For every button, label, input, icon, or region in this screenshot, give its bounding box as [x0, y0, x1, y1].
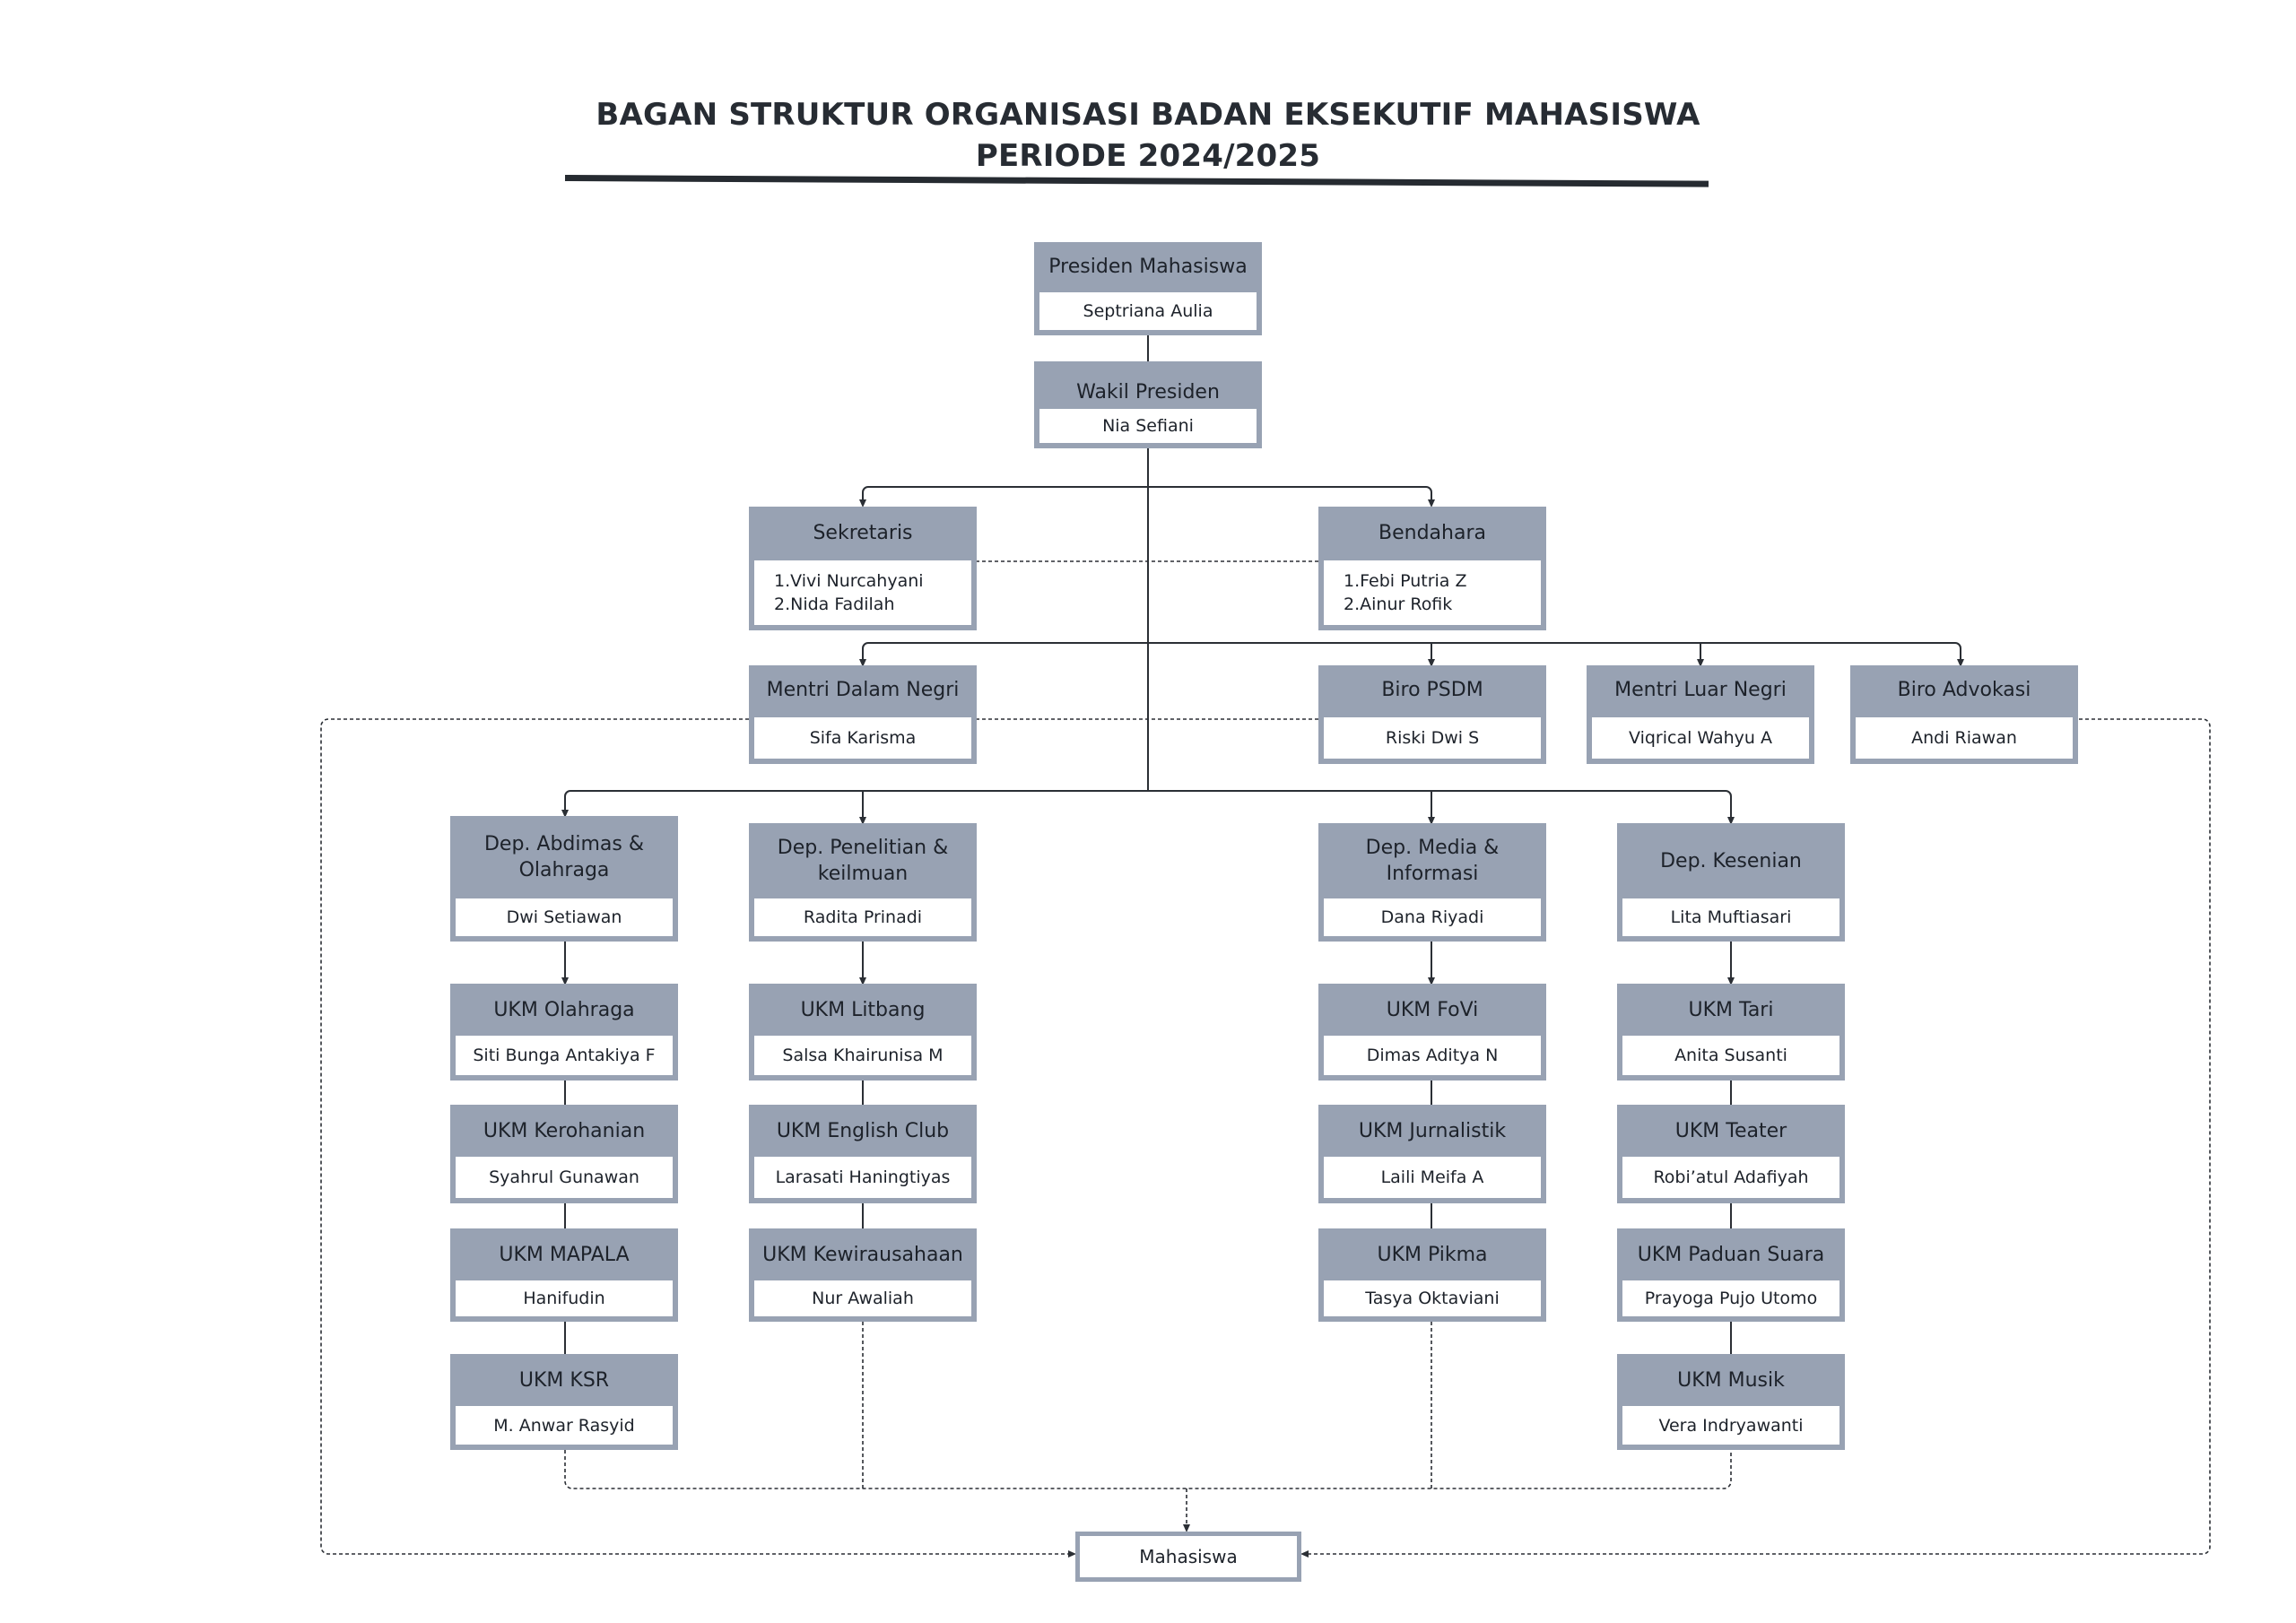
node-dep-media-informasi: Dep. Media & Informasi Dana Riyadi	[1318, 823, 1546, 942]
node-ukm-fovi: UKM FoVi Dimas Aditya N	[1318, 984, 1546, 1081]
member-name: Sifa Karisma	[754, 717, 971, 759]
node-ukm-litbang: UKM Litbang Salsa Khairunisa M	[749, 984, 977, 1081]
member-name: Dimas Aditya N	[1324, 1036, 1541, 1075]
title-line-2: PERIODE 2024/2025	[975, 138, 1321, 174]
node-ukm-teater: UKM Teater Robi’atul Adafiyah	[1617, 1105, 1845, 1203]
node-ukm-tari: UKM Tari Anita Susanti	[1617, 984, 1845, 1081]
node-mahasiswa: Mahasiswa	[1075, 1532, 1301, 1582]
member-name: Vera Indryawanti	[1622, 1406, 1839, 1445]
node-ukm-kewirausahaan: UKM Kewirausahaan Nur Awaliah	[749, 1228, 977, 1322]
role-label: Mentri Luar Negri	[1614, 679, 1787, 701]
node-presiden-mahasiswa: Presiden Mahasiswa Septriana Aulia	[1034, 242, 1262, 335]
role-label: Sekretaris	[813, 521, 913, 544]
member-name: 2.Nida Fadilah	[774, 595, 895, 614]
role-label: UKM KSR	[518, 1368, 610, 1392]
member-name: Septriana Aulia	[1039, 292, 1257, 330]
member-name: Viqrical Wahyu A	[1592, 717, 1809, 759]
role-label: Dep. Media & Informasi	[1365, 837, 1500, 885]
role-label: Biro PSDM	[1381, 679, 1483, 701]
role-label: UKM MAPALA	[499, 1243, 630, 1266]
member-name: M. Anwar Rasyid	[456, 1406, 673, 1445]
role-label: Wakil Presiden	[1076, 381, 1220, 404]
member-name: Nia Sefiani	[1039, 409, 1257, 443]
node-ukm-paduan-suara: UKM Paduan Suara Prayoga Pujo Utomo	[1617, 1228, 1845, 1322]
member-name: Anita Susanti	[1622, 1036, 1839, 1075]
member-name: Andi Riawan	[1856, 717, 2073, 759]
role-label: Dep. Penelitian & keilmuan	[777, 837, 949, 885]
chart-title: BAGAN STRUKTUR ORGANISASI BADAN EKSEKUTI…	[0, 94, 2296, 177]
node-wakil-presiden: Wakil Presiden Nia Sefiani	[1034, 361, 1262, 448]
role-label: UKM Musik	[1677, 1368, 1785, 1392]
role-label: UKM Tari	[1688, 998, 1774, 1021]
member-name: Robi’atul Adafiyah	[1622, 1157, 1839, 1198]
role-label: UKM Teater	[1674, 1119, 1787, 1142]
member-name: Prayoga Pujo Utomo	[1622, 1280, 1839, 1316]
role-label: Dep. Kesenian	[1660, 849, 1802, 872]
role-label: UKM FoVi	[1386, 998, 1479, 1021]
role-label: UKM Kewirausahaan	[762, 1243, 963, 1266]
member-name: Dwi Setiawan	[456, 898, 673, 936]
role-label: Presiden Mahasiswa	[1048, 255, 1248, 278]
mahasiswa-label: Mahasiswa	[1080, 1536, 1297, 1577]
node-dep-abdimas-olahraga: Dep. Abdimas & Olahraga Dwi Setiawan	[450, 816, 678, 942]
role-label: UKM Paduan Suara	[1637, 1243, 1825, 1266]
role-label: UKM Olahraga	[493, 998, 635, 1021]
role-label: UKM Kerohanian	[483, 1119, 646, 1142]
member-name: Larasati Haningtiyas	[754, 1157, 971, 1198]
role-label: UKM Pikma	[1377, 1243, 1488, 1266]
node-bendahara: Bendahara 1.Febi Putria Z 2.Ainur Rofik	[1318, 507, 1546, 630]
member-list: 1.Febi Putria Z 2.Ainur Rofik	[1324, 560, 1541, 625]
node-ukm-kerohanian: UKM Kerohanian Syahrul Gunawan	[450, 1105, 678, 1203]
node-dep-penelitian-keilmuan: Dep. Penelitian & keilmuan Radita Prinad…	[749, 823, 977, 942]
node-ukm-jurnalistik: UKM Jurnalistik Laili Meifa A	[1318, 1105, 1546, 1203]
member-name: 1.Vivi Nurcahyani	[774, 571, 924, 591]
node-ukm-ksr: UKM KSR M. Anwar Rasyid	[450, 1354, 678, 1450]
node-ukm-olahraga: UKM Olahraga Siti Bunga Antakiya F	[450, 984, 678, 1081]
member-list: 1.Vivi Nurcahyani 2.Nida Fadilah	[754, 560, 971, 625]
member-name: Tasya Oktaviani	[1324, 1280, 1541, 1316]
member-name: 1.Febi Putria Z	[1344, 571, 1467, 591]
role-label: UKM Jurnalistik	[1358, 1119, 1507, 1142]
node-ukm-mapala: UKM MAPALA Hanifudin	[450, 1228, 678, 1322]
title-line-1: BAGAN STRUKTUR ORGANISASI BADAN EKSEKUTI…	[596, 97, 1700, 133]
member-name: Syahrul Gunawan	[456, 1157, 673, 1198]
role-label: Biro Advokasi	[1897, 679, 2031, 701]
role-label: UKM Litbang	[800, 998, 926, 1021]
member-name: Nur Awaliah	[754, 1280, 971, 1316]
node-ukm-pikma: UKM Pikma Tasya Oktaviani	[1318, 1228, 1546, 1322]
member-name: Radita Prinadi	[754, 898, 971, 936]
member-name: Hanifudin	[456, 1280, 673, 1316]
role-label: UKM English Club	[776, 1119, 950, 1142]
node-ukm-musik: UKM Musik Vera Indryawanti	[1617, 1354, 1845, 1450]
member-name: Siti Bunga Antakiya F	[456, 1036, 673, 1075]
node-mentri-dalam-negri: Mentri Dalam Negri Sifa Karisma	[749, 665, 977, 764]
role-label: Mentri Dalam Negri	[766, 679, 960, 701]
node-dep-kesenian: Dep. Kesenian Lita Muftiasari	[1617, 823, 1845, 942]
member-name: Riski Dwi S	[1324, 717, 1541, 759]
node-biro-advokasi: Biro Advokasi Andi Riawan	[1850, 665, 2078, 764]
node-biro-psdm: Biro PSDM Riski Dwi S	[1318, 665, 1546, 764]
node-mentri-luar-negri: Mentri Luar Negri Viqrical Wahyu A	[1587, 665, 1814, 764]
node-ukm-english-club: UKM English Club Larasati Haningtiyas	[749, 1105, 977, 1203]
member-name: Laili Meifa A	[1324, 1157, 1541, 1198]
member-name: Salsa Khairunisa M	[754, 1036, 971, 1075]
member-name: 2.Ainur Rofik	[1344, 595, 1453, 614]
role-label: Bendahara	[1378, 521, 1486, 544]
member-name: Dana Riyadi	[1324, 898, 1541, 936]
member-name: Lita Muftiasari	[1622, 898, 1839, 936]
node-sekretaris: Sekretaris 1.Vivi Nurcahyani 2.Nida Fadi…	[749, 507, 977, 630]
role-label: Dep. Abdimas & Olahraga	[483, 833, 645, 881]
